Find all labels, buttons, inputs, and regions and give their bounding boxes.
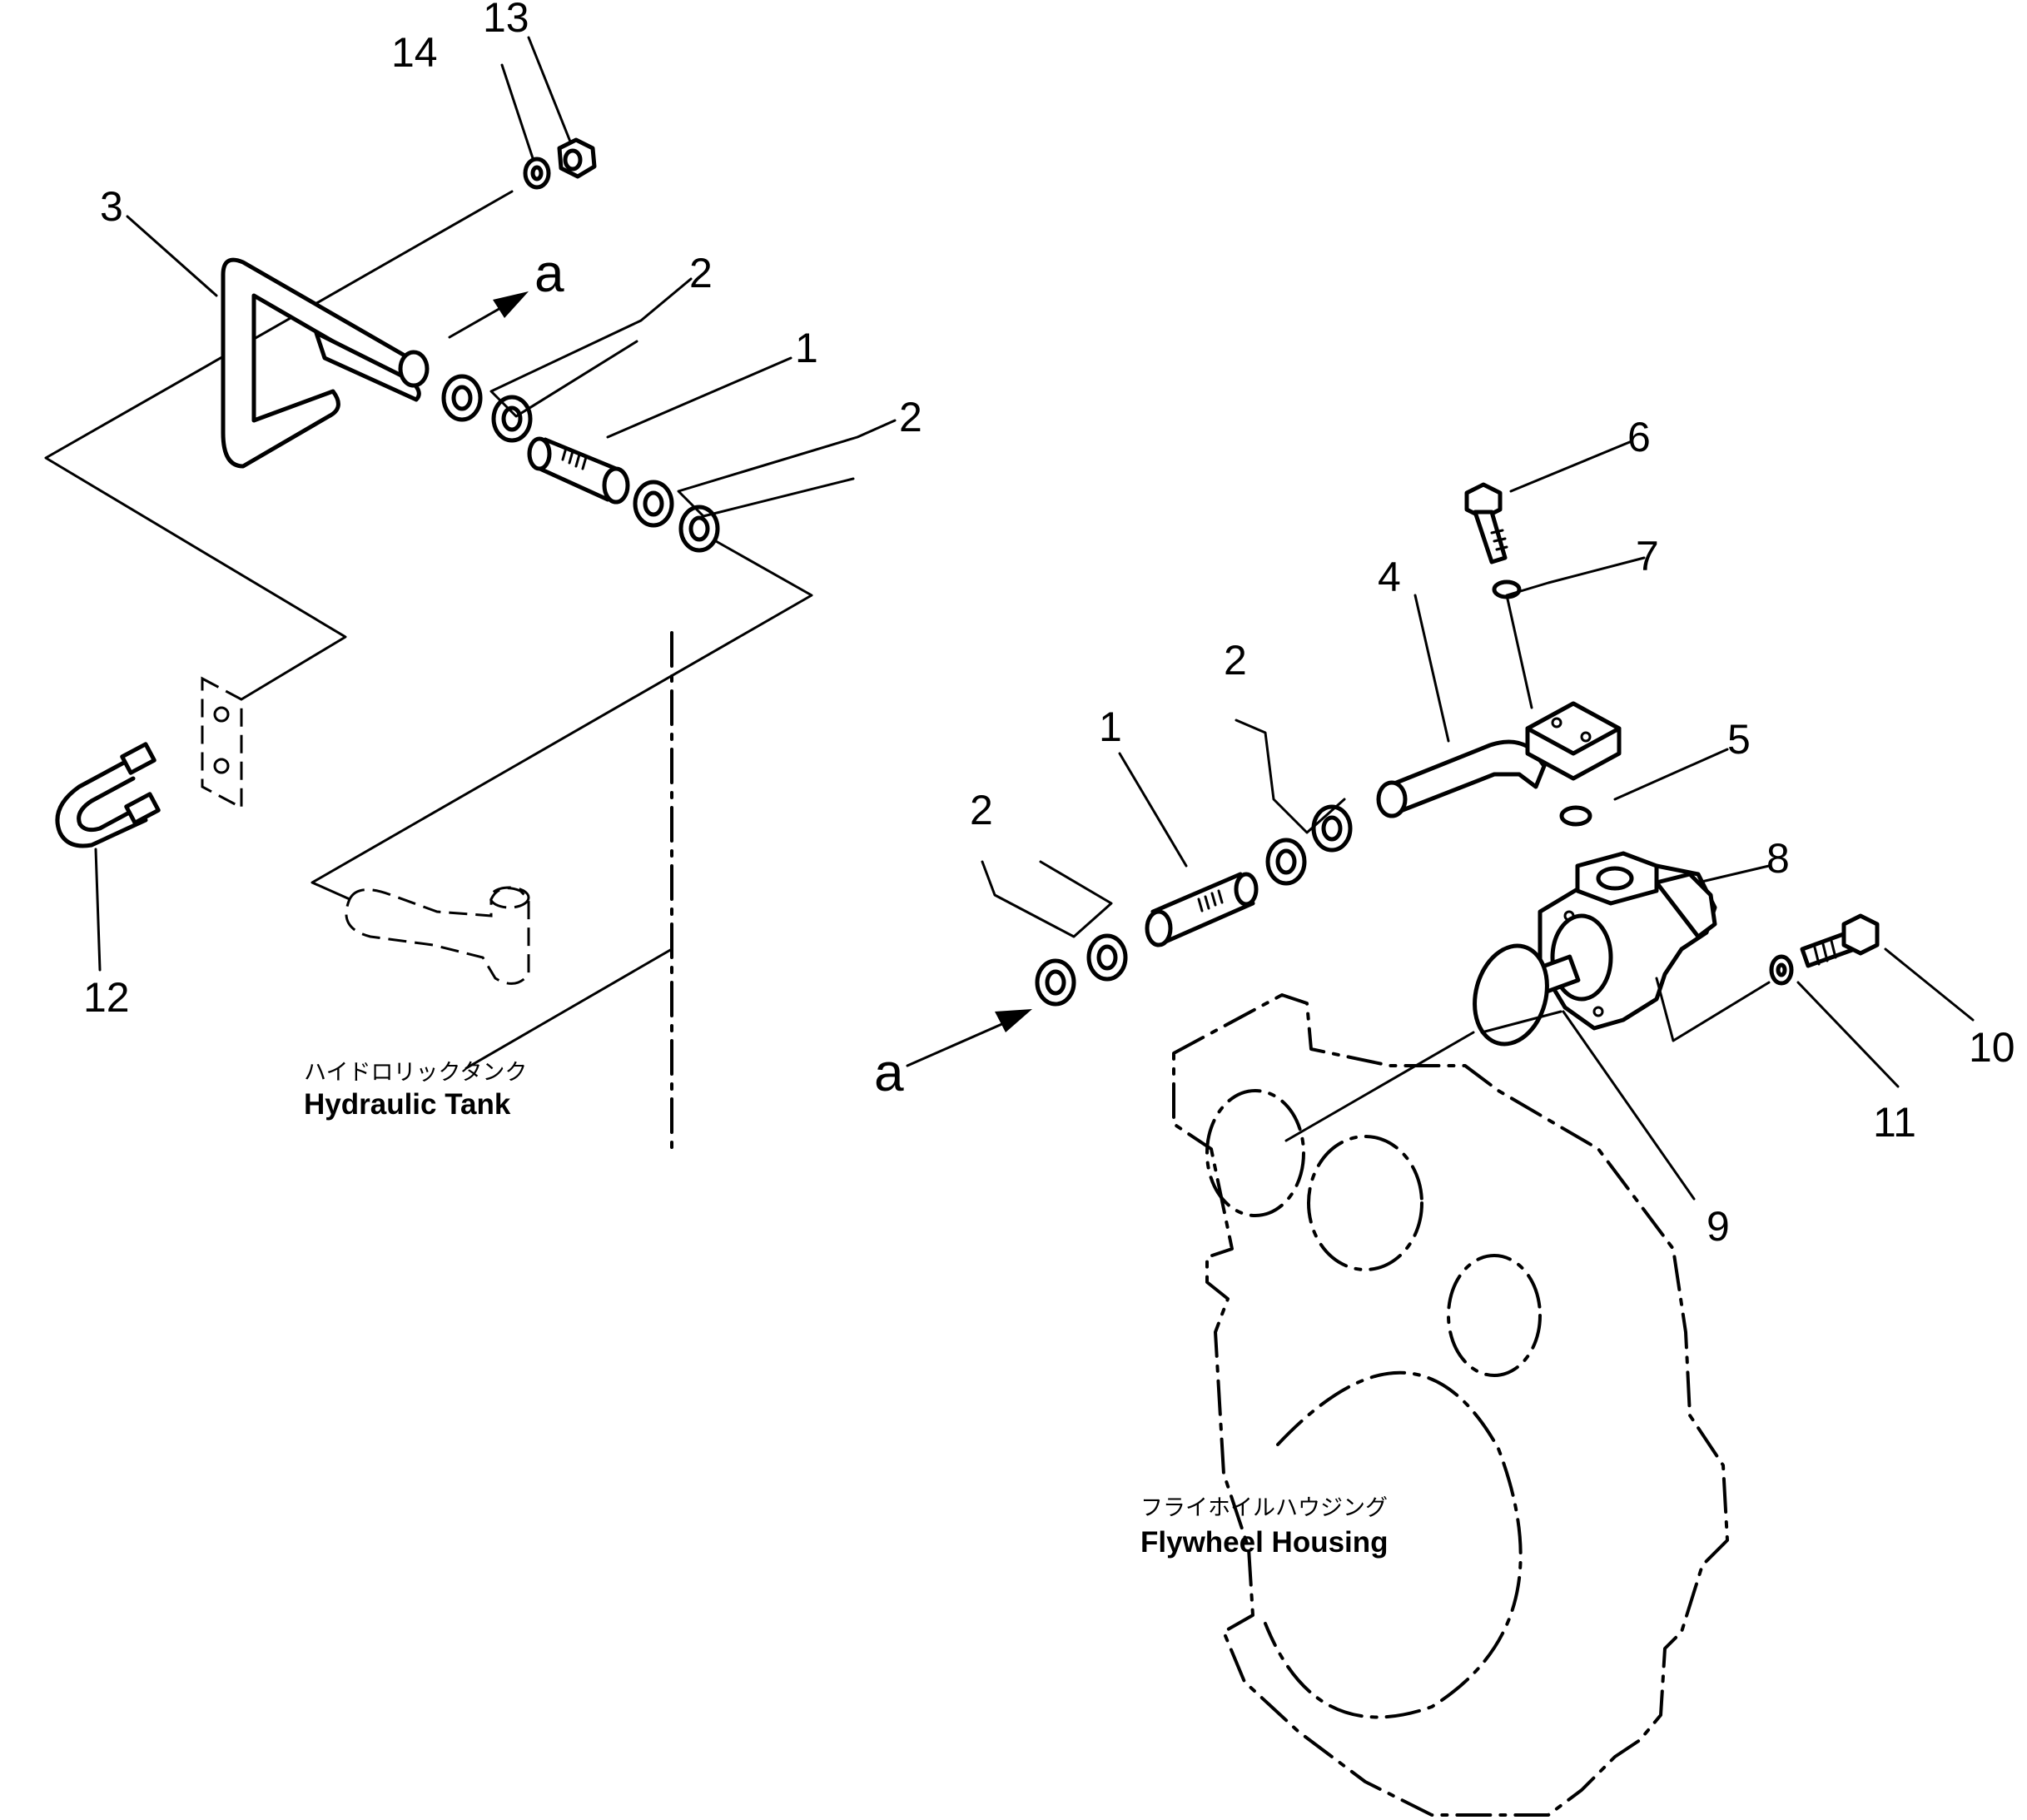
flywheel-housing-label-jp: フライホイルハウジング <box>1140 1495 1388 1521</box>
hydraulic-tank-label-en: Hydraulic Tank <box>304 1088 511 1121</box>
callout-1-lower: 1 <box>1099 704 1122 750</box>
hydraulic-tank-label-jp: ハイドロリックタンク <box>304 1060 527 1086</box>
callout-6: 6 <box>1627 414 1651 460</box>
leader-path-tank <box>311 540 813 901</box>
upper-assembly <box>44 137 813 1159</box>
leader-tank-label <box>465 947 673 1070</box>
callout-13: 13 <box>483 0 529 41</box>
callout-leaders <box>94 36 1975 1201</box>
callout-11: 11 <box>1873 1099 1916 1146</box>
washer-11 <box>1769 954 1794 986</box>
hose-1-upper <box>527 436 630 505</box>
clamp-plate <box>201 676 243 810</box>
clamp-2-lower-right-2 <box>1311 804 1353 853</box>
callout-2-lower-a: 2 <box>970 787 993 833</box>
arrow-line-a-lower <box>906 1018 1013 1067</box>
pipe-3 <box>221 257 430 469</box>
leader-path-14 <box>44 190 514 701</box>
pipe-4 <box>1376 701 1622 818</box>
flywheel-housing <box>1172 993 1729 1817</box>
bolt-6 <box>1464 482 1508 564</box>
callout-9: 9 <box>1707 1203 1730 1250</box>
callout-7: 7 <box>1636 533 1659 579</box>
arrow-head-a-upper <box>493 291 529 318</box>
arrow-line-a-upper <box>448 302 509 339</box>
callout-4: 4 <box>1378 554 1401 600</box>
pump-8 <box>1536 851 1717 1031</box>
nut-13 <box>557 137 597 179</box>
clamp-2-upper-left-1 <box>441 374 483 422</box>
callout-2-upper-b: 2 <box>899 394 922 440</box>
component-labels: ハイドロリックタンク Hydraulic Tank フライホイルハウジング Fl… <box>304 1060 1389 1559</box>
clamp-2-lower-right-1 <box>1265 838 1307 886</box>
lower-assembly <box>906 482 1880 1817</box>
callout-12: 12 <box>83 974 130 1021</box>
o-ring-5 <box>1559 805 1592 827</box>
callout-2-lower-b: 2 <box>1224 637 1247 684</box>
callout-2-upper-a: 2 <box>689 250 713 296</box>
clamp-2-upper-left-2 <box>491 395 533 443</box>
hose-1-lower <box>1145 872 1259 947</box>
callout-5: 5 <box>1727 716 1751 763</box>
flywheel-housing-label-en: Flywheel Housing <box>1140 1526 1389 1559</box>
callout-1-upper: 1 <box>795 325 818 371</box>
u-bolt-12 <box>55 742 161 848</box>
callout-8: 8 <box>1766 835 1790 882</box>
callout-14: 14 <box>391 29 438 76</box>
clamp-2-lower-left-1 <box>1035 958 1076 1007</box>
hydraulic-tank-elbow <box>345 886 530 985</box>
washer-14 <box>523 157 551 190</box>
clamp-2-lower-left-2 <box>1086 933 1128 982</box>
leader-o-ring-9 <box>1284 1031 1475 1142</box>
callout-3: 3 <box>100 183 123 230</box>
callout-numbers: 13 14 3 2 1 2 12 6 7 4 2 5 1 2 8 10 11 9… <box>83 0 2015 1250</box>
clamp-2-upper-right-1 <box>633 480 674 528</box>
callout-10: 10 <box>1969 1024 2015 1071</box>
leader-pump-11 <box>1655 977 1771 1042</box>
connection-a-lower: a <box>874 1042 904 1102</box>
connection-a-upper: a <box>534 243 564 303</box>
arrow-head-a-lower <box>995 1009 1032 1032</box>
bolt-10 <box>1800 913 1880 968</box>
clamp-2-upper-right-2 <box>678 505 720 553</box>
